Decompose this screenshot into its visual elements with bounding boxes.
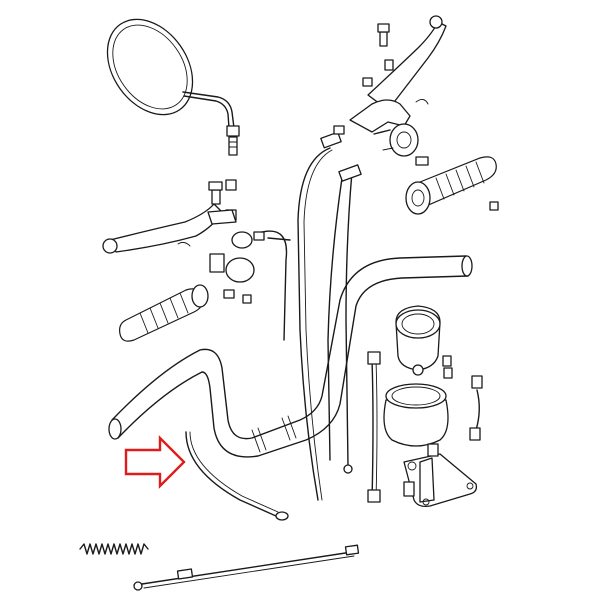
- right-grip: [405, 156, 499, 215]
- speedometer: [395, 305, 453, 379]
- clutch-lever: [349, 15, 447, 166]
- indicator-arrow: [124, 435, 186, 489]
- mirror: [106, 18, 240, 156]
- brake-lever: [102, 179, 265, 304]
- speedometer-bracket: [403, 443, 478, 508]
- horn-wire: [469, 375, 483, 441]
- throttle-cable: [261, 164, 362, 474]
- speedometer-cup: [383, 383, 449, 447]
- spring: [79, 543, 149, 555]
- clutch-cable: [297, 125, 345, 501]
- lower-cable: [185, 431, 289, 521]
- speedometer-cable: [367, 351, 381, 503]
- spare-cable: [133, 544, 360, 591]
- left-grip: [119, 284, 209, 342]
